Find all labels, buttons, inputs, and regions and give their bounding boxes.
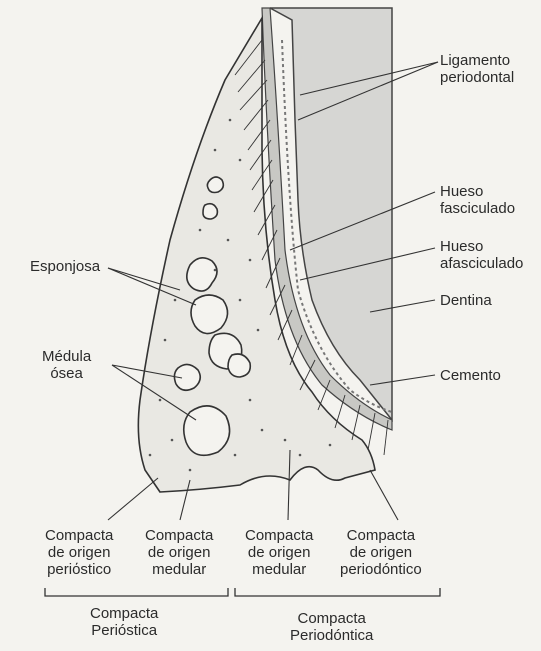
label-cemento: Cemento	[440, 367, 501, 384]
label-dentina: Dentina	[440, 292, 492, 309]
group-brackets	[45, 588, 440, 596]
group-compacta-periodontica: Compacta Periodóntica	[290, 610, 373, 644]
label-ligamento: Ligamento periodontal	[440, 52, 514, 86]
label-hueso-afasciculado: Hueso afasciculado	[440, 238, 523, 272]
group-compacta-periostica: Compacta Perióstica	[90, 605, 158, 639]
label-compacta-periostico: Compacta de origen periόstico	[45, 527, 113, 578]
label-compacta-periodontico: Compacta de origen periodóntico	[340, 527, 422, 578]
label-hueso-fasciculado: Hueso fasciculado	[440, 183, 515, 217]
label-compacta-medular-2: Compacta de origen medular	[245, 527, 313, 578]
label-medula: Médula ósea	[42, 348, 91, 382]
label-compacta-medular-1: Compacta de origen medular	[145, 527, 213, 578]
label-esponjosa: Esponjosa	[30, 258, 100, 275]
